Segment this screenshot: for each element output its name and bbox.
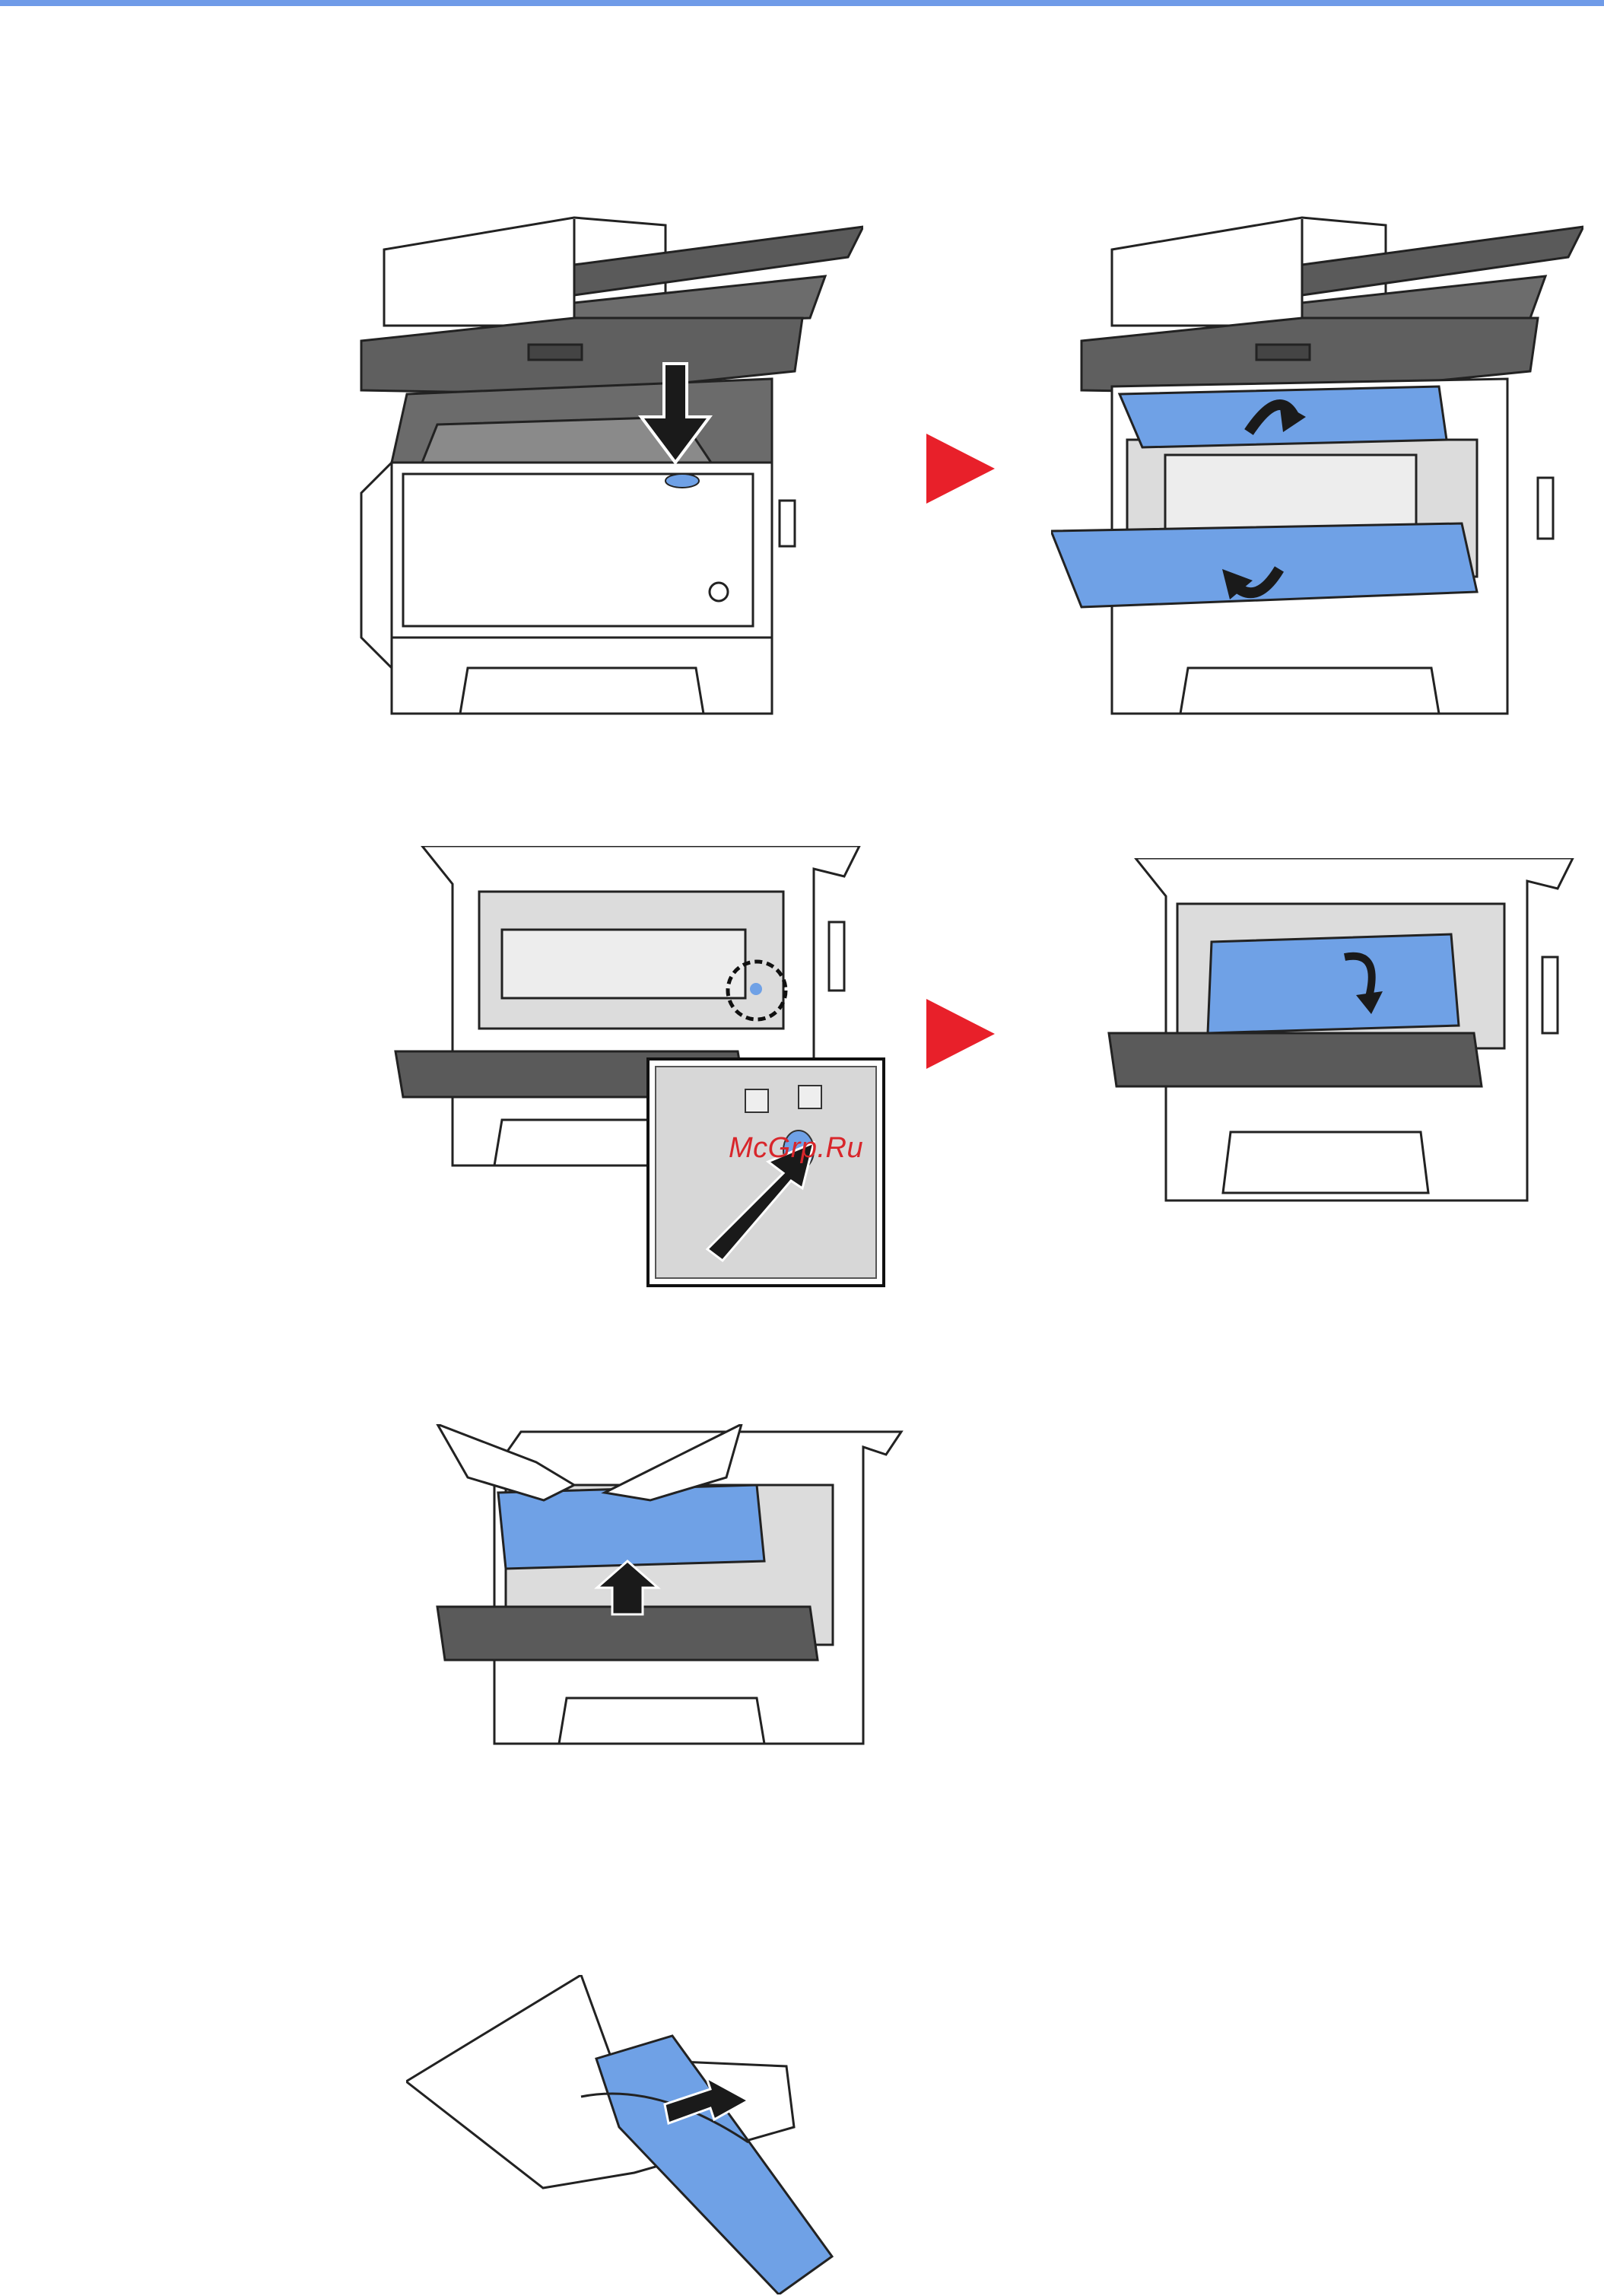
printer-developer-unit-icon: [1094, 858, 1577, 1204]
figure-open-covers: [1051, 211, 1583, 729]
top-accent-rule: [0, 0, 1604, 6]
printer-lock-lever-icon: [388, 846, 890, 1295]
next-step-arrow-icon: [926, 999, 995, 1069]
printer-closed-icon: [346, 211, 863, 729]
figure-lock-lever: [388, 846, 890, 1295]
figure-lift-out-unit: [422, 1424, 909, 1759]
figure-insert-into-bag: [406, 1975, 840, 2294]
figure-press-release-button: [346, 211, 863, 729]
hands-removing-unit-icon: [422, 1424, 909, 1759]
printer-open-covers-icon: [1051, 211, 1583, 729]
watermark-text: McGrp.Ru: [729, 1132, 863, 1165]
unit-in-bag-icon: [406, 1975, 840, 2294]
next-step-arrow-icon: [926, 434, 995, 504]
figure-developer-unit: [1094, 858, 1577, 1204]
